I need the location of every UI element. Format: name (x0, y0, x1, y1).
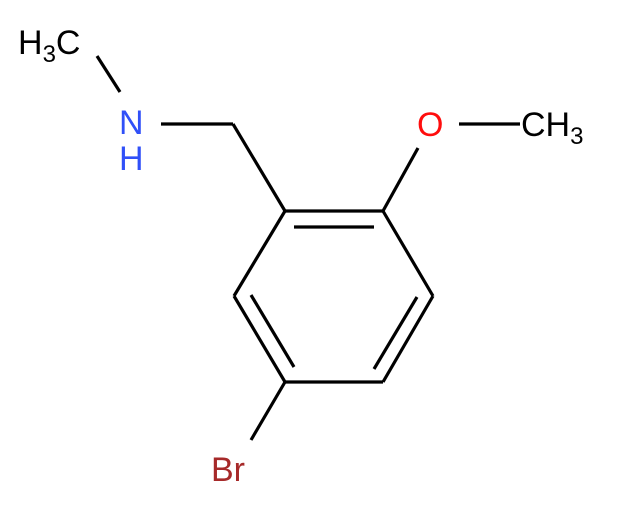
ring-bond-c5-c6-inner (249, 294, 296, 368)
ring-bond-c3-c4-inner (372, 296, 419, 370)
ring-bond-c2-c3 (381, 210, 435, 297)
bond-ch3-n (95, 55, 122, 93)
nitrogen-label: N (119, 104, 144, 142)
bond-ring-o (381, 147, 420, 212)
nitrogen-hydrogen-label: H (119, 140, 144, 178)
bond-ch2-ring (231, 123, 287, 212)
ring-bond-c5-c6 (232, 295, 287, 383)
bond-ring-br (249, 381, 287, 441)
ring-bond-c3-c4 (381, 295, 435, 383)
ring-bond-c6-c1 (232, 210, 287, 297)
oxygen-label: O (417, 106, 443, 144)
methyl-ether-label: CH3 (521, 106, 583, 150)
atom-labels: H3C N H O CH3 Br (18, 24, 583, 489)
methyl-amine-label: H3C (18, 24, 80, 68)
bonds (95, 55, 520, 441)
bromine-label: Br (211, 451, 245, 489)
